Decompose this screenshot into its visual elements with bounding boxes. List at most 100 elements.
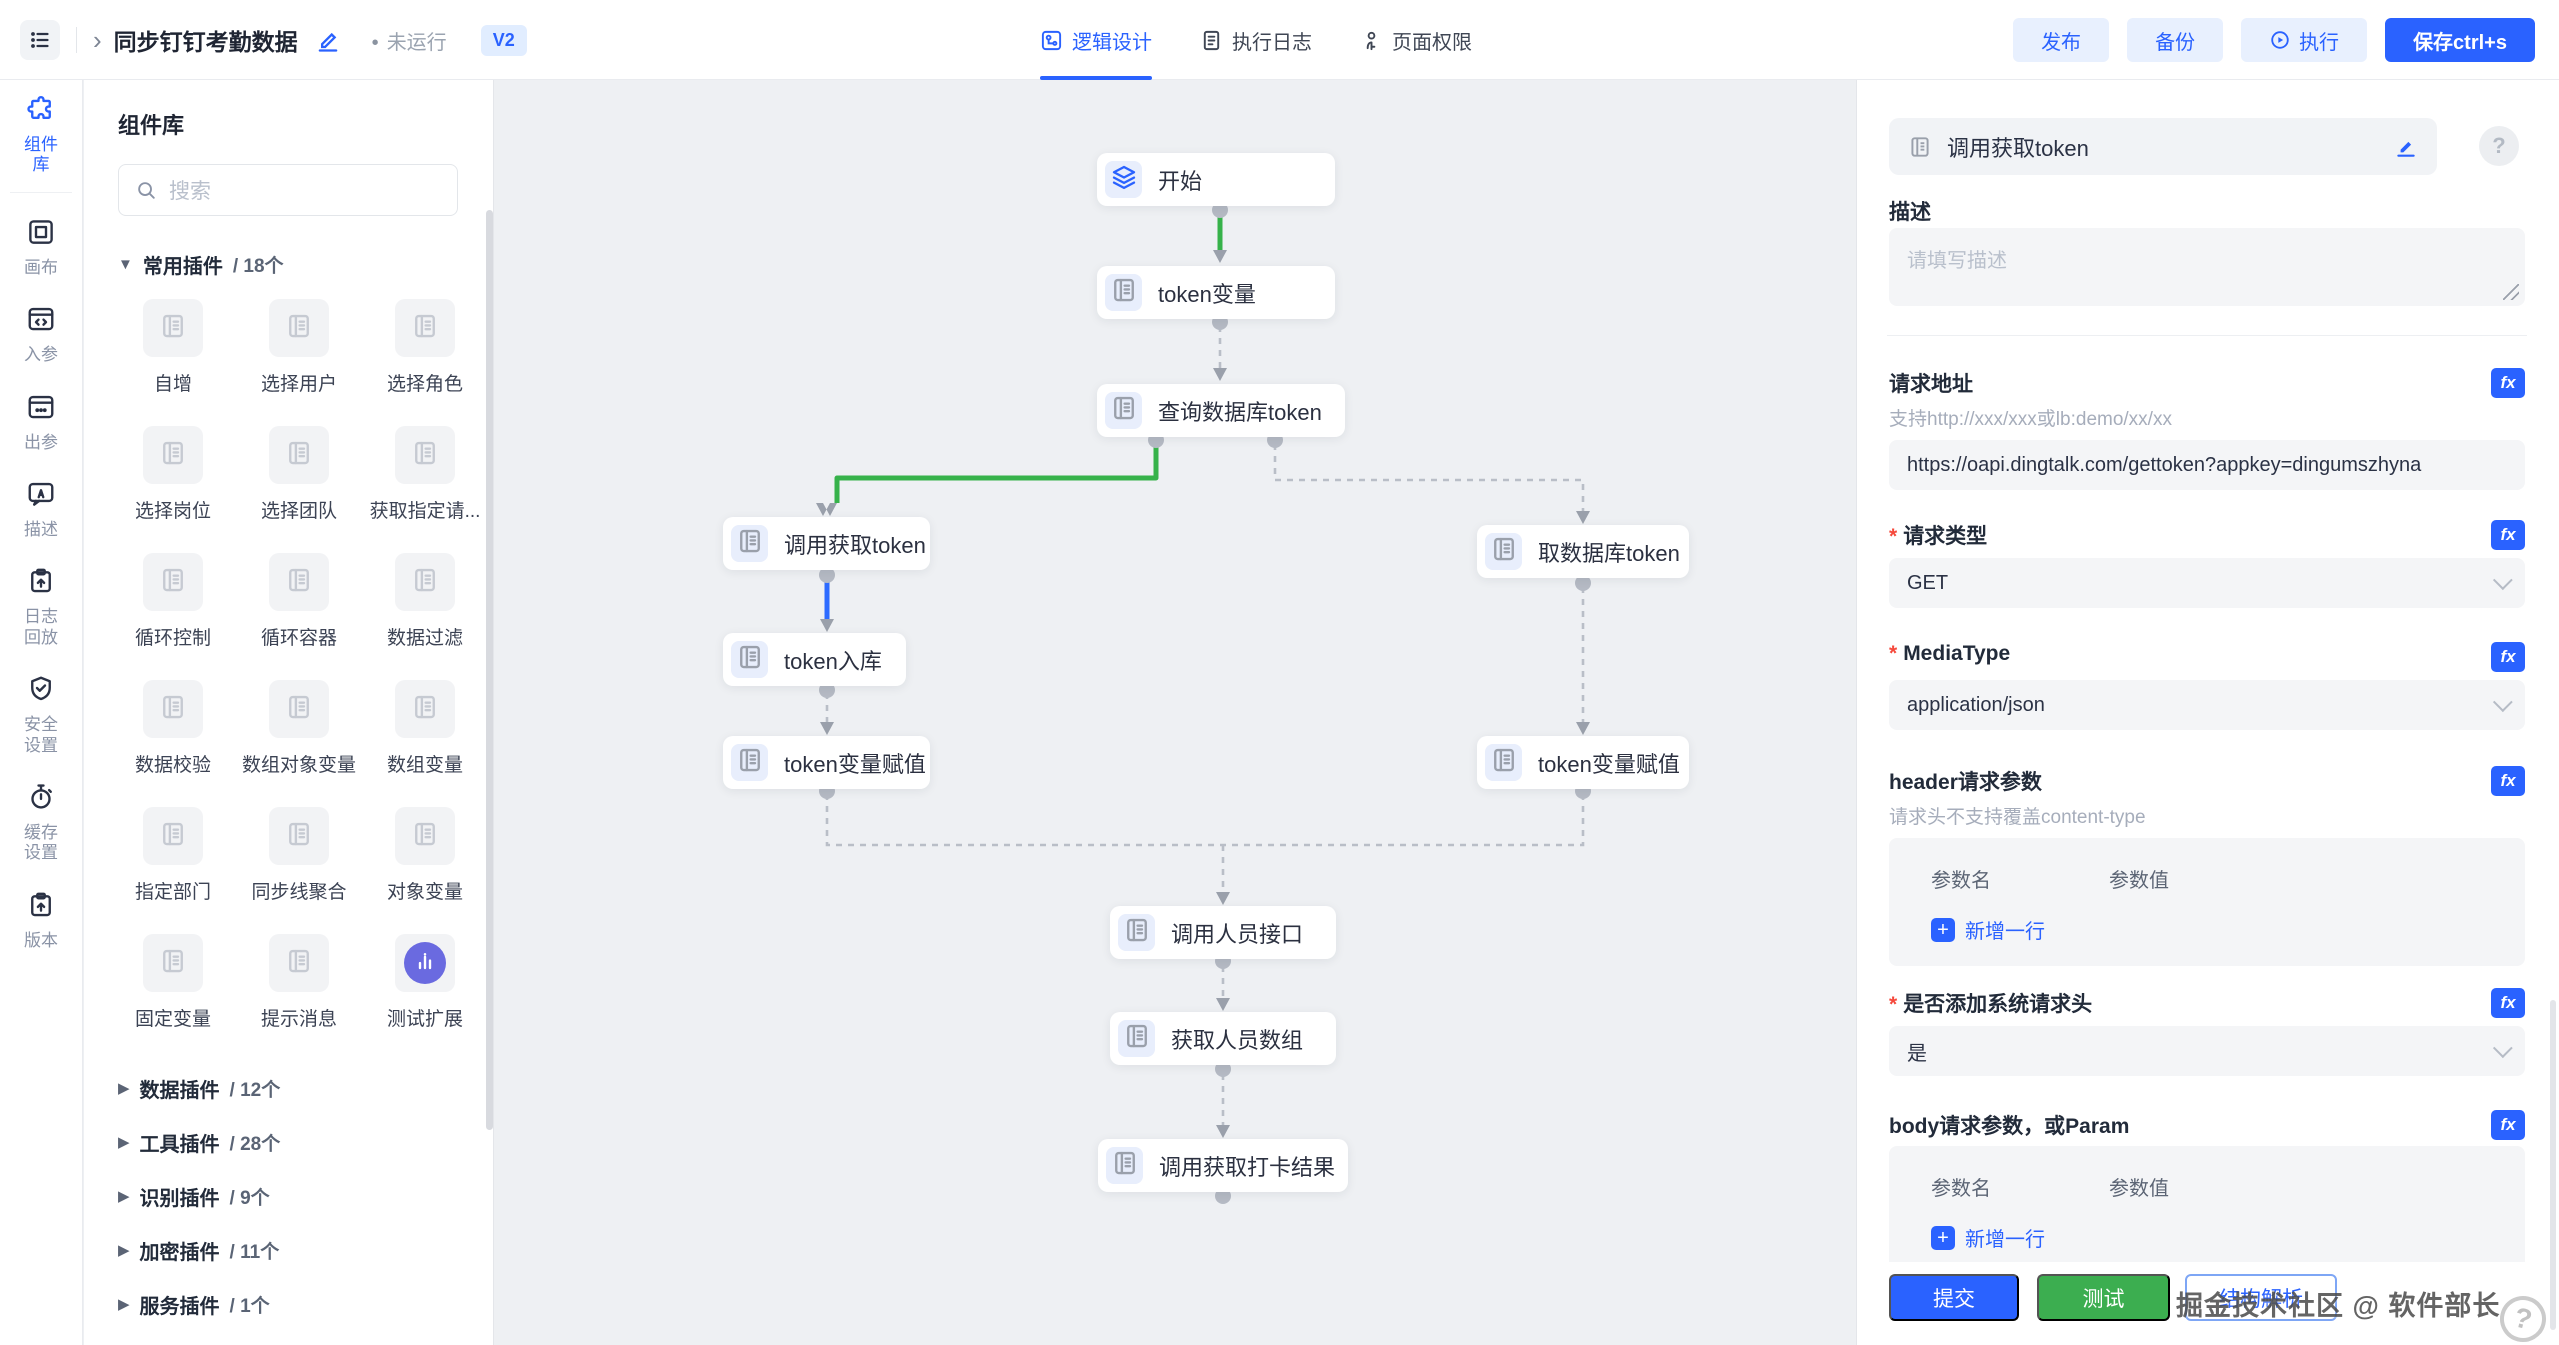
doc-icon	[143, 680, 203, 738]
rail-item-8[interactable]: 缓存设置	[0, 768, 82, 876]
node-label: token变量	[1158, 281, 1256, 307]
doc-icon	[1485, 533, 1522, 570]
section-4[interactable]: ▶ 识别插件 / 9个	[118, 1187, 270, 1210]
save-button[interactable]: 保存ctrl+s	[2385, 18, 2535, 62]
inspector-scrollbar[interactable]	[2550, 1000, 2556, 1330]
fx-icon[interactable]: fx	[2491, 520, 2525, 550]
help-icon[interactable]: ?	[2479, 126, 2519, 166]
plugin-item[interactable]: 选择岗位	[110, 426, 236, 523]
fx-icon[interactable]: fx	[2491, 642, 2525, 672]
doc-icon	[269, 426, 329, 484]
method-select[interactable]: GET	[1889, 558, 2525, 608]
rail-item-7[interactable]: 安全设置	[0, 660, 82, 768]
rail-item-3[interactable]: 入参	[0, 290, 82, 377]
plugin-item[interactable]: 提示消息	[236, 934, 362, 1031]
rail-item-4[interactable]: 出参	[0, 378, 82, 465]
input-params-icon	[26, 304, 56, 339]
flow-node-gettok[interactable]: 调用获取token	[723, 517, 930, 570]
tab-page-permission[interactable]: 页面权限	[1360, 0, 1472, 80]
plugin-item[interactable]: 对象变量	[362, 807, 488, 904]
submit-button[interactable]: 提交	[1889, 1274, 2019, 1321]
doc-icon	[269, 299, 329, 357]
rail-item-9[interactable]: 版本	[0, 876, 82, 963]
rail-item-1[interactable]: 组件库	[0, 80, 82, 188]
plugin-item[interactable]: 固定变量	[110, 934, 236, 1031]
test-button[interactable]: 测试	[2037, 1274, 2170, 1321]
sysheader-select[interactable]: 是	[1889, 1026, 2525, 1076]
flow-node-dbtok[interactable]: 取数据库token	[1477, 525, 1689, 578]
section-3[interactable]: ▶ 工具插件 / 28个	[118, 1133, 281, 1156]
doc-icon	[731, 744, 768, 781]
plugin-item[interactable]: 循环容器	[236, 553, 362, 650]
flow-node-punch[interactable]: 调用获取打卡结果	[1098, 1139, 1348, 1192]
add-row-button[interactable]: + 新增一行	[1931, 1223, 2525, 1252]
doc-icon	[1105, 274, 1142, 311]
flow-canvas[interactable]: 开始 token变量 查询数据库token 调用获取token token入库 …	[495, 80, 1856, 1345]
section-6[interactable]: ▶ 服务插件 / 1个	[118, 1295, 270, 1318]
doc-icon	[395, 680, 455, 738]
plugin-item[interactable]: 指定部门	[110, 807, 236, 904]
backup-button[interactable]: 备份	[2127, 18, 2224, 62]
plugin-item[interactable]: 循环控制	[110, 553, 236, 650]
chevron-down-icon	[2492, 692, 2513, 713]
tab-logic-design[interactable]: 逻辑设计	[1040, 0, 1152, 80]
add-row-button[interactable]: + 新增一行	[1931, 915, 2525, 944]
section-7[interactable]: ▶ Mongo / 4个	[118, 1331, 493, 1345]
rail-item-5[interactable]: 描述	[0, 465, 82, 552]
plugin-item[interactable]: 同步线聚合	[236, 807, 362, 904]
chevron-right-icon[interactable]: ›	[93, 25, 102, 55]
doc-icon	[1118, 914, 1155, 951]
doc-icon	[143, 807, 203, 865]
plugin-item[interactable]: 选择用户	[236, 299, 362, 396]
desc-textarea[interactable]: 请填写描述	[1889, 228, 2525, 306]
flow-node-start[interactable]: 开始	[1097, 153, 1335, 206]
plugin-item[interactable]: 自增	[110, 299, 236, 396]
flow-node-query[interactable]: 查询数据库token	[1097, 384, 1345, 437]
flow-node-pplarr[interactable]: 获取人员数组	[1110, 1012, 1336, 1065]
menu-list-icon[interactable]	[20, 20, 60, 60]
plugin-label: 测试扩展	[386, 1009, 463, 1030]
resize-handle[interactable]	[2503, 284, 2519, 300]
section-5[interactable]: ▶ 加密插件 / 11个	[118, 1241, 280, 1264]
page-title: 同步钉钉考勤数据	[113, 29, 298, 55]
fx-icon[interactable]: fx	[2491, 1110, 2525, 1140]
watermark-text: 掘金技术社区 @ 软件部长	[2176, 1291, 2501, 1321]
url-input[interactable]: https://oapi.dingtalk.com/gettoken?appke…	[1889, 440, 2525, 490]
section-common-plugins[interactable]: ▼ 常用插件 / 18个	[118, 256, 284, 278]
run-button[interactable]: 执行	[2241, 18, 2368, 62]
security-icon	[26, 674, 56, 709]
url-hint: 支持http://xxx/xxx或lb:demo/xx/xx	[1889, 409, 2172, 430]
plugin-item[interactable]: 获取指定请...	[362, 426, 488, 523]
rail-item-6[interactable]: 日志回放	[0, 552, 82, 660]
flow-node-callppl[interactable]: 调用人员接口	[1110, 906, 1336, 959]
struct-parse-button[interactable]: 结构解析	[2185, 1274, 2337, 1321]
col-param-name: 参数名	[1931, 870, 1991, 892]
rail-item-2[interactable]: 画布	[0, 203, 82, 290]
plugin-label: 指定部门	[134, 882, 211, 903]
edit-node-name-icon[interactable]	[2393, 134, 2419, 160]
plugin-item[interactable]: 数组对象变量	[236, 680, 362, 777]
col-param-name: 参数名	[1931, 1178, 1991, 1200]
plugin-item[interactable]: 选择角色	[362, 299, 488, 396]
plugin-item[interactable]: 选择团队	[236, 426, 362, 523]
plugin-item[interactable]: 数组变量	[362, 680, 488, 777]
flow-node-assignR[interactable]: token变量赋值	[1477, 736, 1689, 789]
doc-icon	[395, 426, 455, 484]
version-badge[interactable]: V2	[480, 24, 527, 56]
sidebar-scrollbar[interactable]	[486, 210, 493, 1130]
fx-icon[interactable]: fx	[2491, 766, 2525, 796]
flow-node-tokin[interactable]: token入库	[723, 633, 906, 686]
plugin-item[interactable]: 数据校验	[110, 680, 236, 777]
flow-node-tokvar[interactable]: token变量	[1097, 266, 1335, 319]
section-2[interactable]: ▶ 数据插件 / 12个	[118, 1079, 281, 1102]
flow-node-assignL[interactable]: token变量赋值	[723, 736, 930, 789]
plugin-item[interactable]: 测试扩展	[362, 934, 488, 1031]
edit-title-icon[interactable]	[314, 26, 342, 54]
mediatype-select[interactable]: application/json	[1889, 680, 2525, 730]
search-input[interactable]: 搜索	[118, 164, 458, 216]
tab-exec-log[interactable]: 执行日志	[1200, 0, 1312, 80]
publish-button[interactable]: 发布	[2013, 18, 2110, 62]
fx-icon[interactable]: fx	[2491, 368, 2525, 398]
plugin-item[interactable]: 数据过滤	[362, 553, 488, 650]
fx-icon[interactable]: fx	[2491, 988, 2525, 1018]
